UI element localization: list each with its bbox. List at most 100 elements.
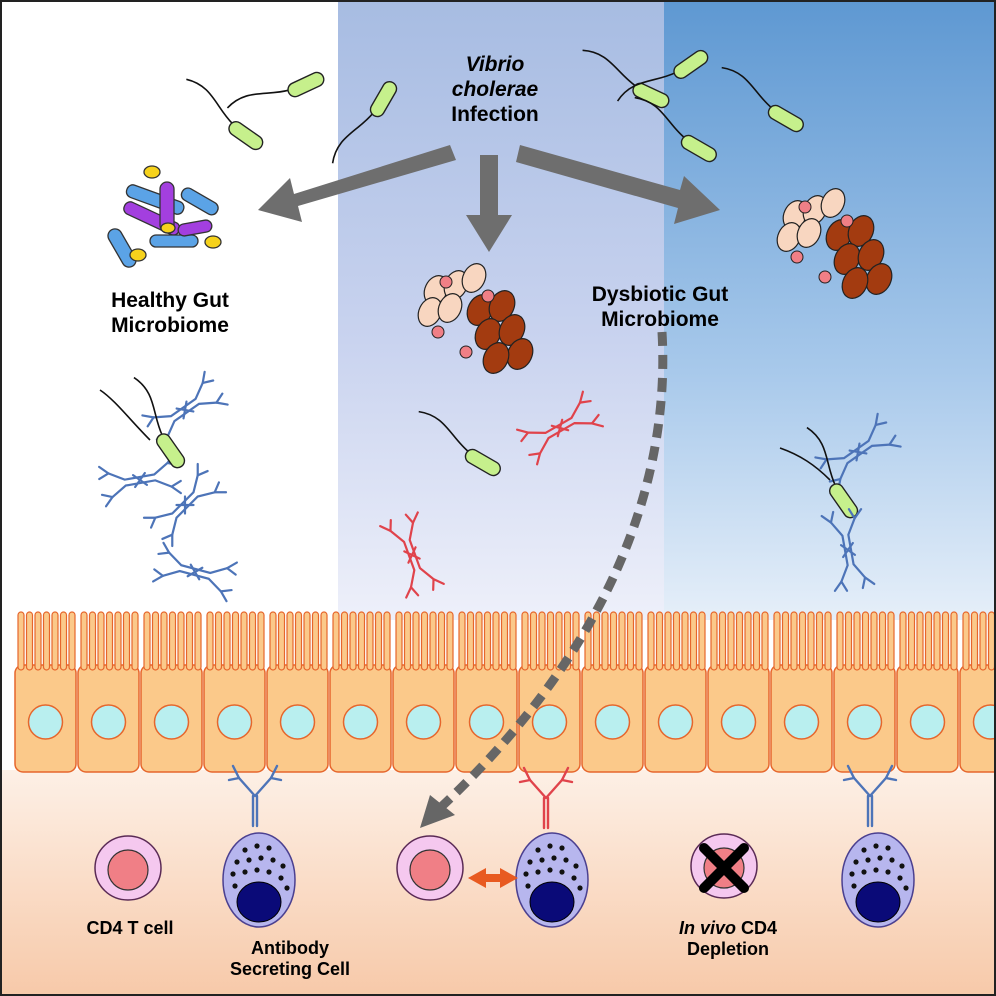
antibody-chain-right: [779, 411, 904, 594]
microvillus: [907, 611, 916, 671]
microvillus: [206, 611, 214, 671]
microvillus: [647, 611, 655, 671]
microvillus: [950, 611, 958, 671]
microvillus: [655, 611, 664, 671]
microvillus: [286, 611, 294, 671]
epithelial-nucleus: [216, 704, 253, 740]
microvillus: [214, 611, 223, 671]
depletion-x-icon: [699, 843, 749, 893]
depletion-line1: In vivo CD4: [648, 918, 808, 939]
microvillus: [836, 611, 844, 671]
healthy-line2: Microbiome: [111, 314, 229, 337]
microvillus: [718, 611, 727, 671]
cd4-t-cell-middle: [396, 835, 464, 901]
microvillus: [429, 611, 437, 671]
microvillus: [357, 611, 366, 671]
epithelial-nucleus: [153, 704, 190, 740]
depletion-rest: CD4: [736, 918, 778, 938]
microvillus: [269, 611, 277, 671]
microvillus: [698, 611, 706, 671]
microvillus: [122, 611, 131, 671]
microvillus: [689, 611, 698, 671]
background-depletion-panel: [664, 0, 996, 620]
microvillus: [177, 611, 185, 671]
microvillus: [601, 611, 609, 671]
infection-label: Vibrio cholerae Infection: [420, 52, 570, 127]
gut-epithelium: [14, 611, 996, 773]
epithelial-nucleus: [846, 704, 883, 740]
microvillus: [80, 611, 88, 671]
healthy-line1: Healthy Gut: [111, 289, 229, 312]
epithelial-nucleus: [783, 704, 820, 740]
microvillus: [168, 611, 177, 671]
healthy-microbiome-cluster: [107, 165, 222, 268]
antibody-secreting-cell-middle: [515, 832, 589, 928]
microvillus: [17, 611, 25, 671]
microvillus: [97, 611, 105, 671]
microvillus: [277, 611, 286, 671]
lamina-propria: [0, 770, 996, 996]
microvillus: [114, 611, 122, 671]
microvillus: [781, 611, 790, 671]
infection-line1: Vibrio: [465, 53, 525, 76]
dysbiosis-effect-arrow: [436, 331, 668, 812]
microvillus: [403, 611, 412, 671]
microvillus: [303, 611, 311, 671]
microvillus: [446, 611, 454, 671]
microvillus: [962, 611, 970, 671]
microvillus: [500, 611, 509, 671]
microvillus: [538, 611, 546, 671]
antibody-chain-left: [96, 369, 240, 603]
microvillus: [899, 611, 907, 671]
microvillus: [294, 611, 303, 671]
asc-line2: Secreting Cell: [229, 959, 351, 979]
microvillus: [807, 611, 815, 671]
microvillus: [727, 611, 735, 671]
microvillus: [878, 611, 887, 671]
cd4-t-cell-left: [94, 835, 162, 901]
epithelial-nucleus: [972, 704, 996, 740]
microvillus: [412, 611, 420, 671]
microvillus: [924, 611, 933, 671]
depletion-label: In vivo CD4 Depletion: [648, 918, 808, 960]
microvillus: [761, 611, 769, 671]
microvillus: [437, 611, 446, 671]
microvillus: [131, 611, 139, 671]
epithelial-nucleus: [720, 704, 757, 740]
microvillus: [332, 611, 340, 671]
microvillus: [420, 611, 429, 671]
asc-label: Antibody Secreting Cell: [200, 938, 380, 980]
microvillus: [609, 611, 618, 671]
epithelial-nucleus: [531, 704, 568, 740]
microvillus: [592, 611, 601, 671]
dysbiotic-line1: Dysbiotic Gut: [591, 283, 729, 306]
microvillus: [160, 611, 168, 671]
dysbiotic-line2: Microbiome: [601, 308, 719, 331]
microvillus: [143, 611, 151, 671]
microvillus: [395, 611, 403, 671]
microvillus: [844, 611, 853, 671]
microvillus: [88, 611, 97, 671]
epithelial-nucleus: [405, 704, 442, 740]
dysbiotic-microbiome-label: Dysbiotic Gut Microbiome: [560, 282, 760, 332]
microvillus: [626, 611, 635, 671]
microvillus: [483, 611, 492, 671]
microvillus: [185, 611, 194, 671]
microvillus: [194, 611, 202, 671]
microvillus: [383, 611, 391, 671]
microvillus: [970, 611, 979, 671]
microvillus: [25, 611, 34, 671]
microvillus: [151, 611, 160, 671]
epithelial-nucleus: [27, 704, 64, 740]
microvillus: [790, 611, 798, 671]
microvillus: [861, 611, 870, 671]
microvillus: [635, 611, 643, 671]
interaction-double-arrow: [468, 868, 518, 888]
microvillus: [105, 611, 114, 671]
antibody-secreting-cell-right: [841, 832, 915, 928]
microvillus: [68, 611, 76, 671]
microvillus: [475, 611, 483, 671]
microvillus: [870, 611, 878, 671]
infection-line3: Infection: [451, 103, 539, 126]
